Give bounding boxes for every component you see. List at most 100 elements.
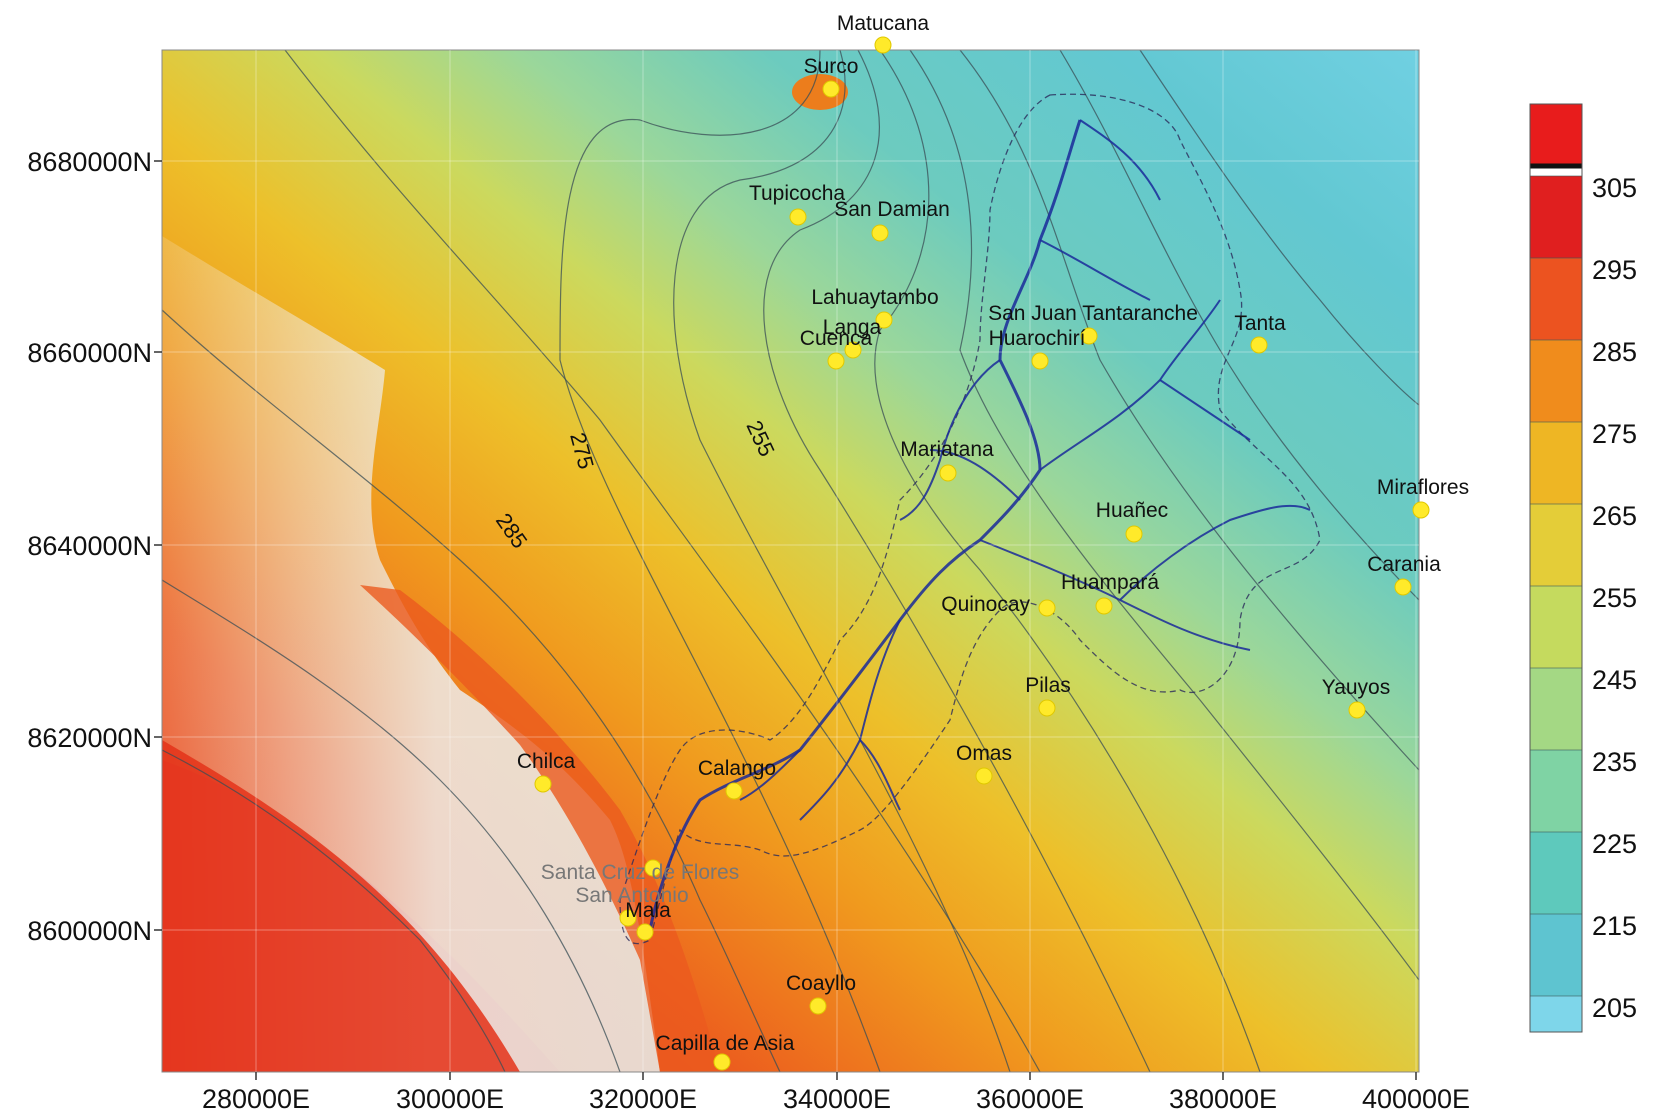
town-marker-icon [713, 1053, 731, 1071]
town-langa: Langa [823, 316, 882, 359]
town-marker-icon [1038, 599, 1056, 617]
town-label: Santa Cruz de Flores [541, 861, 739, 884]
town-matucana: Matucana [837, 12, 930, 54]
town-huanec: Huañec [1096, 499, 1168, 543]
town-marker-icon [809, 997, 827, 1015]
town-huampara: Huampará [1061, 571, 1159, 615]
town-marker-icon [1394, 578, 1412, 596]
legend-swatch [1530, 422, 1582, 504]
town-label: San Damian [834, 198, 950, 221]
town-marker-icon [1125, 525, 1143, 543]
town-label: Calango [698, 757, 776, 780]
watershed [619, 93, 1321, 945]
x-tick-label: 360000E [976, 1084, 1084, 1114]
x-tick-label: 320000E [589, 1084, 697, 1114]
town-marker-icon [644, 859, 662, 877]
legend-label: 305 [1592, 173, 1637, 203]
town-chilca: Chilca [517, 750, 576, 793]
town-cuenca: Cuenca [800, 327, 873, 370]
town-label: Huarochirí [989, 327, 1086, 350]
town-tanta: Tanta [1234, 312, 1286, 354]
legend-label: 255 [1592, 583, 1637, 613]
contour-lines [162, 50, 1419, 1072]
town-label: Lahuaytambo [811, 286, 938, 309]
town-marker-icon [789, 208, 807, 226]
town-label: Huampará [1061, 571, 1159, 594]
legend-swatch [1530, 340, 1582, 422]
town-label: Miraflores [1377, 476, 1469, 499]
town-mala: Mala [625, 899, 671, 941]
town-label: Matucana [837, 12, 930, 35]
town-huarochiri: Huarochirí [989, 327, 1086, 370]
town-surco: Surco [804, 55, 859, 98]
town-yauyos: Yauyos [1322, 676, 1391, 719]
town-marker-icon [827, 352, 845, 370]
x-tick-label: 340000E [783, 1084, 891, 1114]
legend-top-swatch [1530, 104, 1582, 166]
legend-label: 275 [1592, 419, 1637, 449]
town-marker-icon [871, 224, 889, 242]
legend-label: 235 [1592, 747, 1637, 777]
legend-swatch [1530, 914, 1582, 996]
ocean-warm-zone [162, 740, 520, 1072]
coastal-warm-band [360, 585, 720, 1072]
town-label: San Antonio [575, 884, 688, 907]
y-tick-label: 8680000N [27, 147, 152, 177]
legend-swatch [1530, 258, 1582, 340]
town-marker-icon [975, 767, 993, 785]
y-tick-label: 8640000N [27, 531, 152, 561]
town-label: Quinocay [941, 593, 1030, 616]
x-tick-label: 280000E [202, 1084, 310, 1114]
town-san-antonio: San Antonio [575, 884, 689, 927]
legend-label: 205 [1592, 993, 1637, 1023]
town-lahuaytambo: Lahuaytambo [811, 286, 939, 329]
town-marker-icon [1412, 501, 1430, 519]
river-network [648, 119, 1311, 931]
legend-label: 225 [1592, 829, 1637, 859]
town-marker-icon [619, 909, 637, 927]
town-label: Surco [804, 55, 859, 78]
map-frame [161, 49, 1420, 1073]
town-label: Chilca [517, 750, 576, 773]
town-miraflores: Miraflores [1377, 476, 1469, 519]
legend-label: 215 [1592, 911, 1637, 941]
basin-boundary [619, 93, 1321, 945]
town-calango: Calango [698, 757, 776, 800]
y-tick-label: 8620000N [27, 723, 152, 753]
town-omas: Omas [956, 742, 1012, 785]
town-label: Cuenca [800, 327, 873, 350]
town-marker-icon [1095, 597, 1113, 615]
town-marker-icon [636, 923, 654, 941]
town-marker-icon [1250, 336, 1268, 354]
town-marker-icon [1038, 699, 1056, 717]
grid-lines [162, 50, 1419, 1072]
x-tick-label: 380000E [1169, 1084, 1277, 1114]
town-label: Mariatana [900, 438, 994, 461]
town-label: Mala [625, 899, 671, 922]
legend-label: 285 [1592, 337, 1637, 367]
town-label: Carania [1367, 553, 1441, 576]
y-tick-label: 8660000N [27, 338, 152, 368]
legend-swatch [1530, 750, 1582, 832]
town-marker-icon [822, 80, 840, 98]
town-marker-icon [725, 782, 743, 800]
x-tick-label: 400000E [1362, 1084, 1470, 1114]
legend-swatch [1530, 832, 1582, 914]
town-mariatana: Mariatana [900, 438, 994, 482]
town-label: Yauyos [1322, 676, 1391, 699]
town-marker-icon [939, 464, 957, 482]
town-marker-icon [874, 36, 892, 54]
legend-label: 295 [1592, 255, 1637, 285]
town-label: Capilla de Asia [656, 1032, 795, 1055]
town-marker-icon [534, 775, 552, 793]
town-label: Langa [823, 316, 882, 339]
town-marker-icon [1031, 352, 1049, 370]
town-quinocay: Quinocay [941, 593, 1056, 617]
town-coayllo: Coayllo [786, 972, 856, 1015]
town-san-juan-tantaranche: San Juan Tantaranche [988, 302, 1198, 345]
town-pilas: Pilas [1025, 674, 1071, 717]
